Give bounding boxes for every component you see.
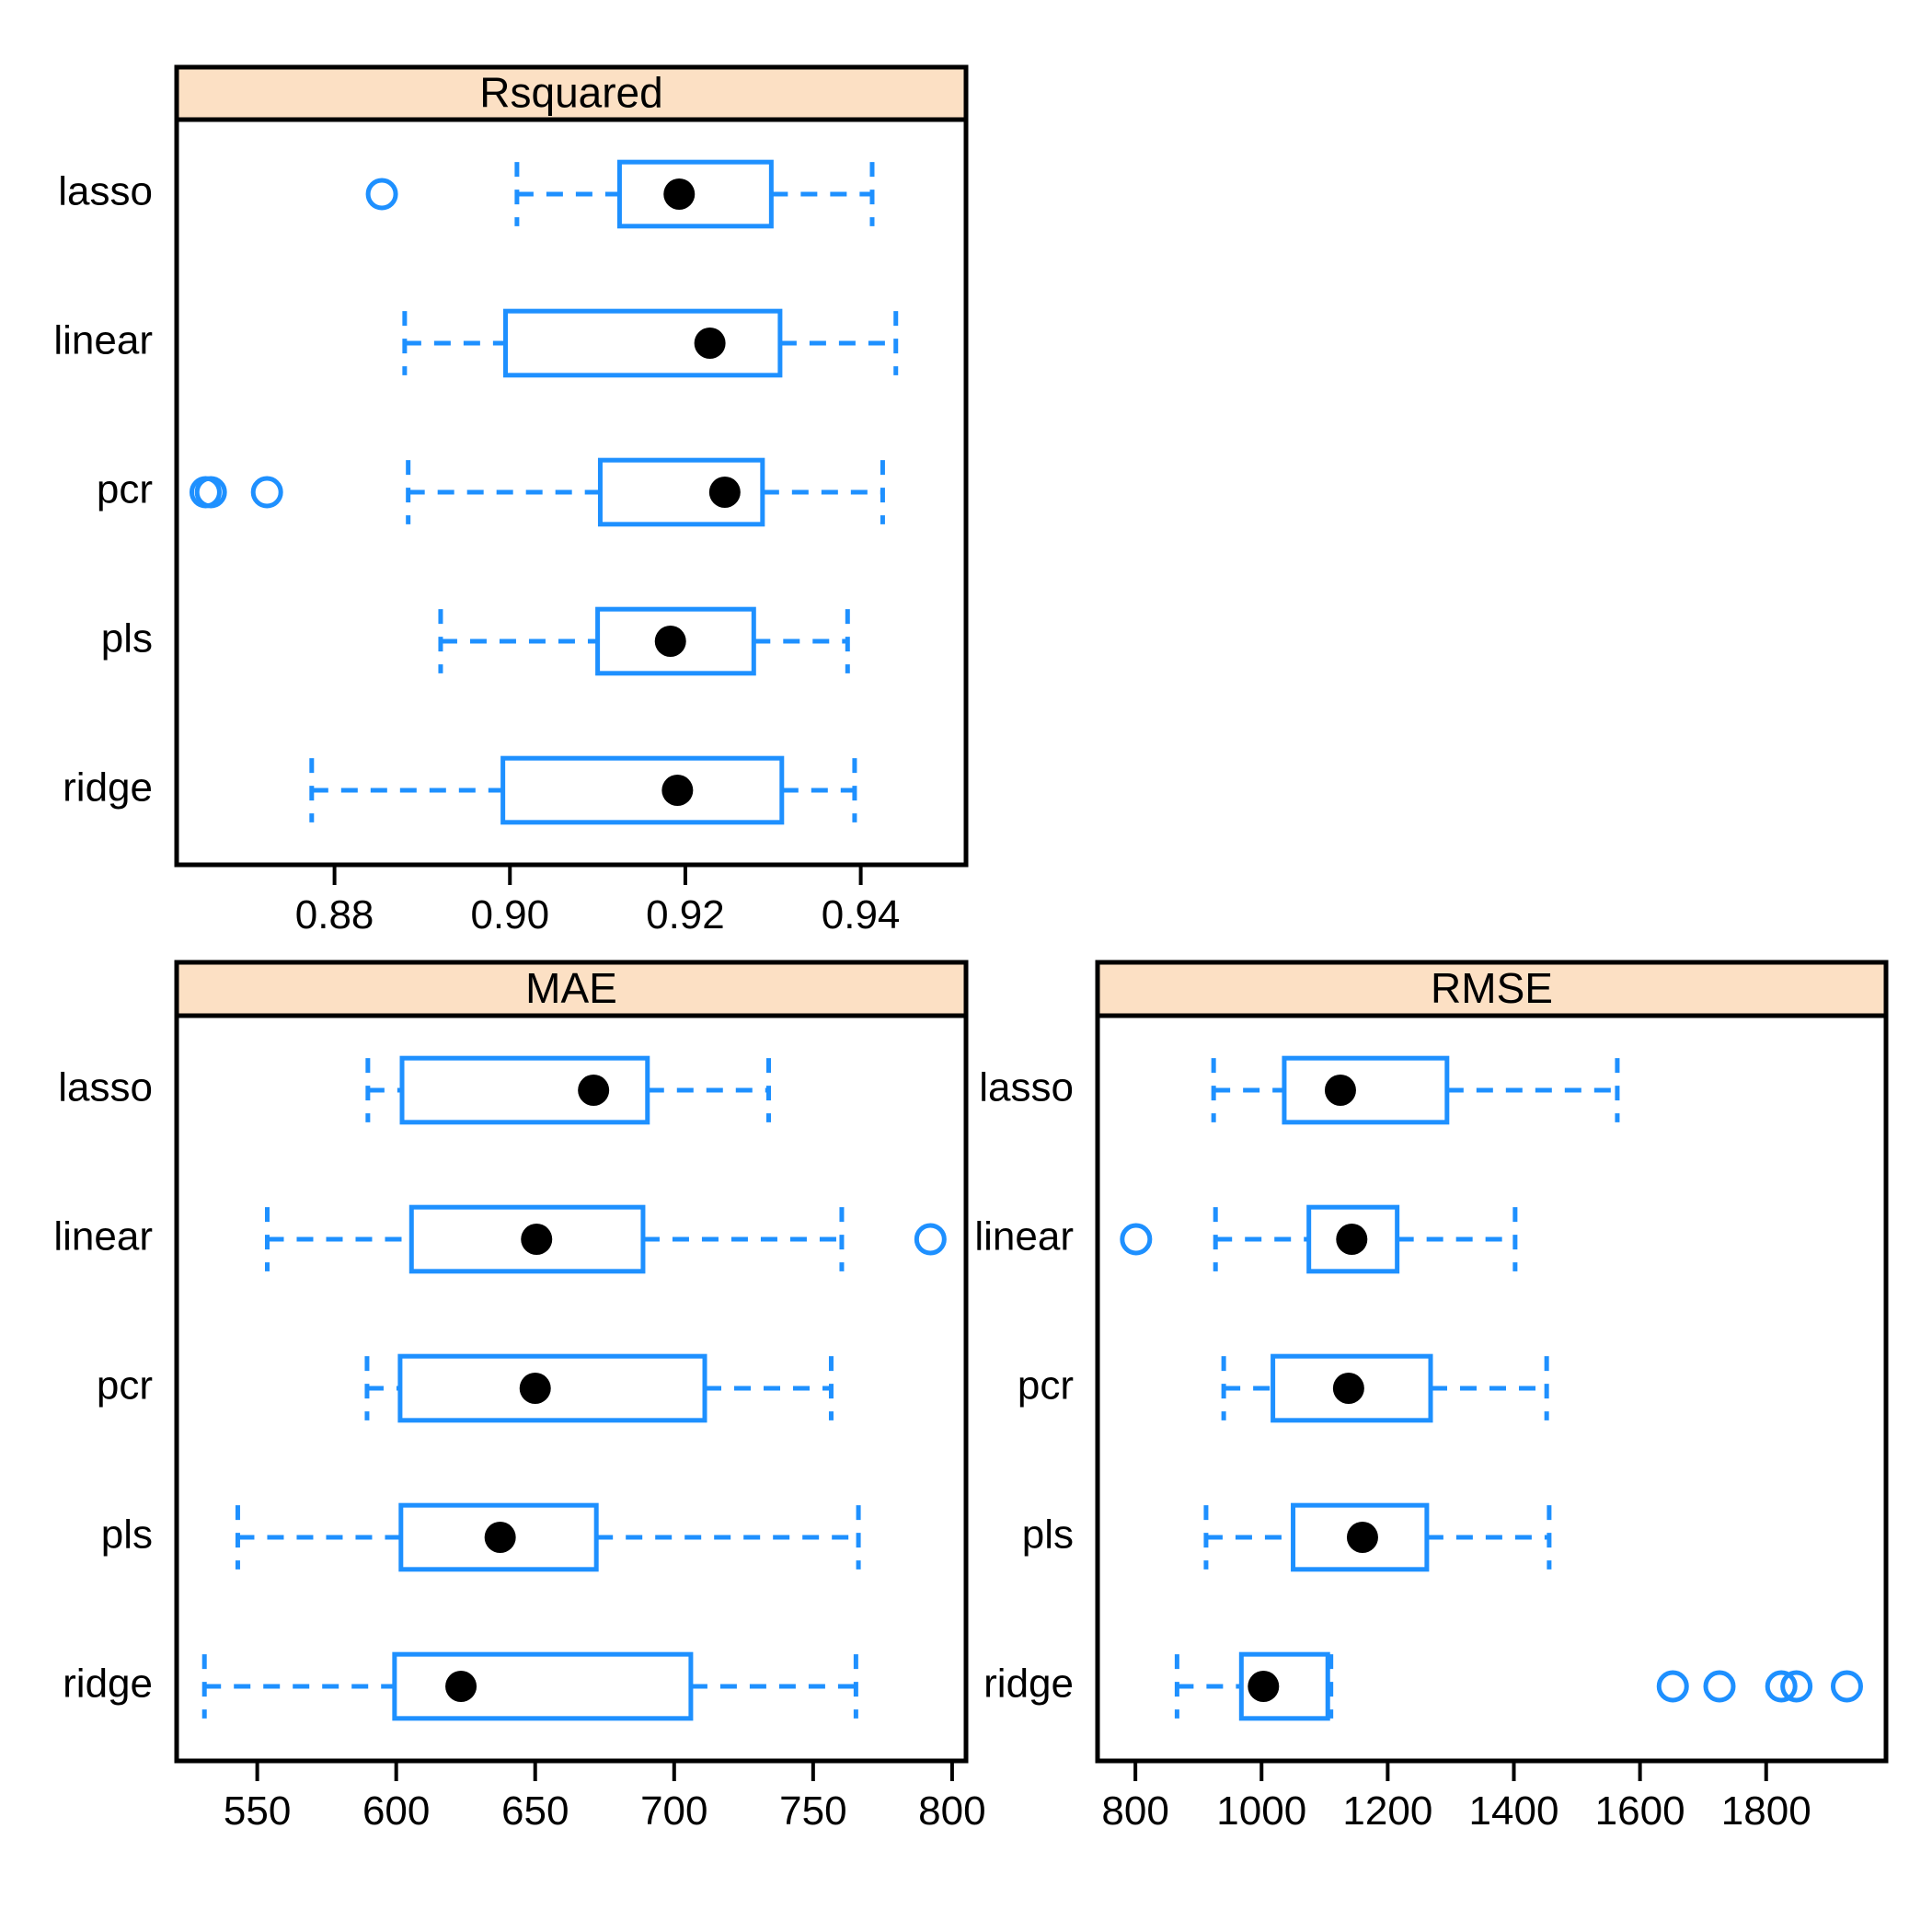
y-axis-label-pls: pls — [101, 616, 153, 661]
box-iqr — [399, 1055, 650, 1125]
box-iqr — [595, 606, 756, 676]
outlier-point — [1830, 1670, 1863, 1703]
y-axis-label-pls: pls — [1022, 1512, 1074, 1558]
boxplot-rmse-ridge — [1174, 1651, 1863, 1721]
box-iqr — [1282, 1055, 1450, 1125]
outlier-point — [194, 476, 227, 509]
x-tick-label: 650 — [501, 1788, 569, 1834]
box-iqr — [398, 1502, 599, 1572]
x-tick-label: 750 — [779, 1788, 846, 1834]
x-tick-label: 1000 — [1216, 1788, 1306, 1834]
boxplot-rmse-lasso — [1211, 1055, 1620, 1125]
y-axis-label-lasso: lasso — [58, 169, 153, 214]
mean-point — [1346, 1522, 1378, 1553]
boxplot-rsquared-pcr — [189, 457, 885, 527]
y-axis-label-pcr: pcr — [97, 1363, 153, 1409]
mean-point — [663, 178, 696, 210]
y-axis-label-pcr: pcr — [97, 467, 153, 512]
y-axis-label-linear: linear — [53, 318, 153, 363]
x-tick-label: 1600 — [1595, 1788, 1685, 1834]
outlier-point — [1120, 1223, 1153, 1256]
panel-rmse: RMSE 800 1000 1200 1400 1600 1800 lasso linear pc… — [974, 960, 1889, 1834]
y-axis-label-lasso: lasso — [58, 1065, 153, 1110]
mean-point — [578, 1075, 610, 1106]
strip-background-mae — [174, 960, 969, 1018]
strip-background-rmse — [1095, 960, 1889, 1018]
boxplot-rsquared-ridge — [309, 755, 857, 825]
boxplot-rsquared-lasso — [365, 159, 875, 229]
boxplot-mae-pcr — [364, 1353, 834, 1423]
mean-point — [1248, 1671, 1280, 1702]
x-tick-label: 1200 — [1342, 1788, 1432, 1834]
x-tick-label: 0.92 — [646, 892, 725, 937]
y-axis-label-pcr: pcr — [1018, 1363, 1074, 1409]
box-iqr — [597, 457, 765, 527]
y-axis-label-linear: linear — [53, 1214, 153, 1259]
x-tick-label: 0.94 — [822, 892, 901, 937]
x-tick-label: 800 — [918, 1788, 985, 1834]
y-axis-label-linear: linear — [974, 1214, 1074, 1259]
box-iqr — [392, 1651, 694, 1721]
y-axis-label-ridge: ridge — [983, 1662, 1074, 1707]
boxplot-rmse-pcr — [1221, 1353, 1549, 1423]
box-iqr — [1271, 1353, 1433, 1423]
box-iqr — [397, 1353, 707, 1423]
mean-point — [708, 477, 741, 508]
mean-point — [519, 1373, 551, 1404]
strip-label-rsquared: Rsquared — [479, 69, 662, 117]
strip-label-rmse: RMSE — [1431, 964, 1553, 1012]
box-iqr — [503, 308, 783, 378]
boxplot-rmse-linear — [1120, 1204, 1518, 1274]
outlier-point — [365, 178, 398, 211]
box-iqr — [1306, 1204, 1400, 1274]
outlier-point — [914, 1223, 947, 1256]
outlier-point — [1780, 1670, 1813, 1703]
panel-frame-mae — [174, 1013, 969, 1764]
mean-point — [694, 328, 726, 359]
mean-point — [1332, 1373, 1364, 1404]
outlier-point — [1656, 1670, 1689, 1703]
x-tick-label: 1800 — [1721, 1788, 1811, 1834]
mean-point — [654, 626, 686, 657]
strip-label-mae: MAE — [525, 964, 617, 1012]
y-axis-label-ridge: ridge — [63, 1662, 153, 1707]
boxplot-mae-pls — [235, 1502, 861, 1572]
outlier-point — [1703, 1670, 1736, 1703]
box-iqr — [500, 755, 785, 825]
panel-rsquared: Rsquared 0.88 0.90 0.92 0.94 lasso linear pcr pl… — [53, 64, 969, 937]
box-iqr — [408, 1204, 646, 1274]
boxplot-rsquared-pls — [438, 606, 850, 676]
x-tick-label: 700 — [640, 1788, 707, 1834]
mean-point — [484, 1522, 516, 1553]
box-iqr — [1238, 1651, 1330, 1721]
x-tick-label: 0.90 — [470, 892, 549, 937]
y-axis-label-lasso: lasso — [979, 1065, 1074, 1110]
x-tick-label: 600 — [362, 1788, 430, 1834]
mean-point — [445, 1671, 477, 1702]
outlier-point — [250, 476, 283, 509]
x-tick-label: 0.88 — [295, 892, 374, 937]
x-tick-label: 550 — [224, 1788, 291, 1834]
y-axis-label-ridge: ridge — [63, 765, 153, 811]
mean-point — [1324, 1075, 1356, 1106]
mean-point — [661, 775, 694, 806]
boxplot-mae-linear — [264, 1204, 947, 1274]
boxplot-rsquared-linear — [402, 308, 899, 378]
panel-mae: MAE 550 600 650 700 750 800 lasso linear pcr pls ri… — [53, 960, 986, 1834]
x-tick-label: 800 — [1101, 1788, 1168, 1834]
outlier-point — [1765, 1670, 1798, 1703]
box-iqr — [616, 159, 774, 229]
mean-point — [1336, 1224, 1368, 1255]
x-tick-label: 1400 — [1469, 1788, 1559, 1834]
box-iqr — [1291, 1502, 1430, 1572]
y-axis-label-pls: pls — [101, 1512, 153, 1558]
boxplot-mae-lasso — [365, 1055, 771, 1125]
mean-point — [521, 1224, 553, 1255]
boxplot-rmse-pls — [1203, 1502, 1552, 1572]
boxplot-mae-ridge — [201, 1651, 858, 1721]
